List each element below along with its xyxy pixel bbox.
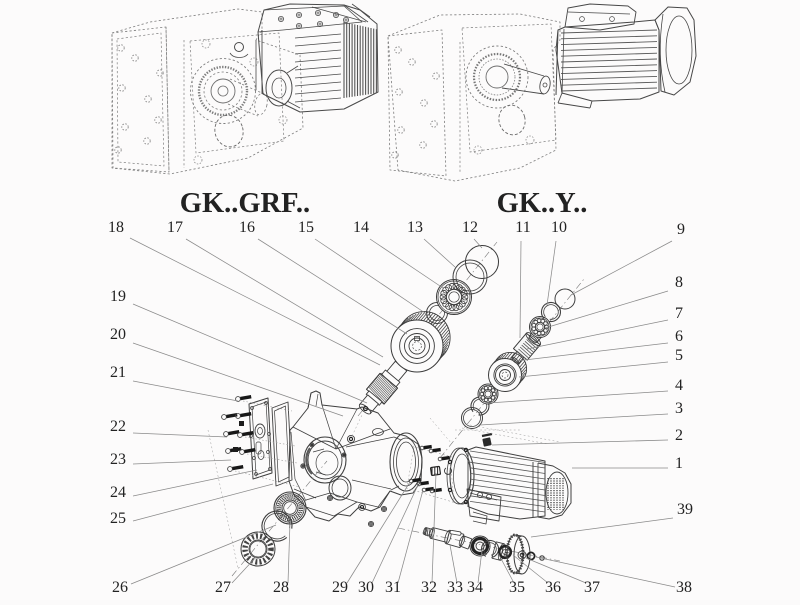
svg-text:10: 10	[551, 219, 567, 236]
svg-text:13: 13	[407, 219, 423, 236]
svg-text:GK..GRF..: GK..GRF..	[180, 188, 310, 219]
svg-text:25: 25	[110, 510, 126, 527]
svg-text:19: 19	[110, 288, 126, 305]
svg-text:14: 14	[353, 219, 369, 236]
svg-text:7: 7	[675, 305, 683, 322]
svg-text:5: 5	[675, 347, 683, 364]
svg-text:26: 26	[112, 579, 128, 596]
svg-text:20: 20	[110, 326, 126, 343]
svg-text:38: 38	[676, 579, 692, 596]
svg-text:23: 23	[110, 451, 126, 468]
svg-text:34: 34	[467, 579, 483, 596]
svg-text:9: 9	[677, 221, 685, 238]
svg-text:27: 27	[215, 579, 231, 596]
svg-text:21: 21	[110, 364, 126, 381]
svg-text:22: 22	[110, 418, 126, 435]
svg-text:3: 3	[675, 400, 683, 417]
svg-text:37: 37	[584, 579, 600, 596]
svg-text:36: 36	[545, 579, 561, 596]
svg-text:24: 24	[110, 484, 126, 501]
svg-text:32: 32	[421, 579, 437, 596]
svg-text:16: 16	[239, 219, 255, 236]
svg-text:30: 30	[358, 579, 374, 596]
svg-text:6: 6	[675, 328, 683, 345]
svg-text:1: 1	[675, 455, 683, 472]
svg-text:8: 8	[675, 274, 683, 291]
svg-text:33: 33	[447, 579, 463, 596]
svg-text:28: 28	[273, 579, 289, 596]
svg-text:12: 12	[462, 219, 478, 236]
svg-text:39: 39	[677, 501, 693, 518]
svg-text:2: 2	[675, 427, 683, 444]
svg-text:31: 31	[385, 579, 401, 596]
svg-text:GK..Y..: GK..Y..	[497, 188, 588, 219]
svg-text:18: 18	[108, 219, 124, 236]
svg-text:11: 11	[515, 219, 530, 236]
svg-text:35: 35	[509, 579, 525, 596]
svg-text:17: 17	[167, 219, 183, 236]
svg-text:29: 29	[332, 579, 348, 596]
svg-text:15: 15	[298, 219, 314, 236]
svg-text:4: 4	[675, 377, 683, 394]
